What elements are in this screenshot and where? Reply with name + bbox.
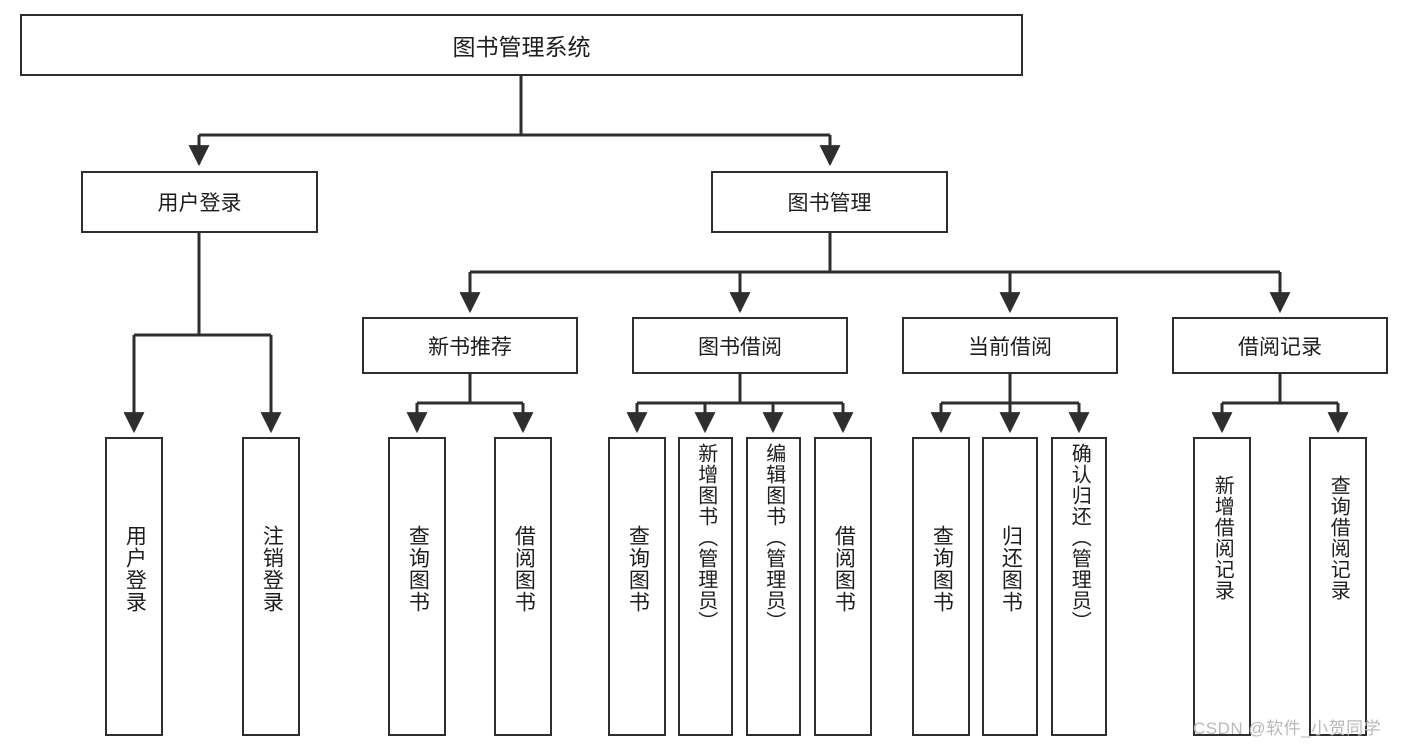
- node-new-book-recommend[interactable]: 新书推荐: [362, 317, 578, 374]
- node-new-book-recommend-label: 新书推荐: [428, 335, 512, 359]
- node-leaf-confirm-return[interactable]: 确认归还（管理员）: [1051, 437, 1107, 736]
- node-leaf-borrow-book-2-label: 借阅图书: [832, 525, 856, 613]
- node-leaf-add-book[interactable]: 新增图书（管理员）: [678, 437, 733, 736]
- node-leaf-confirm-return-label: 确认归还（管理员）: [1068, 443, 1091, 632]
- node-leaf-add-record-label: 新增借阅记录: [1211, 475, 1234, 601]
- node-leaf-borrow-book-1-label: 借阅图书: [512, 525, 536, 613]
- node-book-borrow-label: 图书借阅: [698, 335, 782, 359]
- node-book-borrow[interactable]: 图书借阅: [632, 317, 848, 374]
- node-user-login[interactable]: 用户登录: [81, 171, 318, 233]
- node-leaf-add-book-label: 新增图书（管理员）: [694, 443, 717, 632]
- node-root-label: 图书管理系统: [452, 34, 591, 60]
- node-leaf-query-record-label: 查询借阅记录: [1327, 475, 1350, 601]
- node-current-borrow-label: 当前借阅: [968, 335, 1052, 359]
- node-leaf-logout-login-label: 注销登录: [260, 525, 284, 613]
- node-leaf-logout-login[interactable]: 注销登录: [242, 437, 300, 736]
- node-leaf-query-record[interactable]: 查询借阅记录: [1309, 437, 1367, 736]
- node-leaf-user-login[interactable]: 用户登录: [105, 437, 163, 736]
- node-leaf-borrow-book-2[interactable]: 借阅图书: [814, 437, 872, 736]
- node-root[interactable]: 图书管理系统: [20, 14, 1023, 76]
- watermark: CSDN @软件_小贺同学: [1193, 719, 1382, 738]
- node-book-management-label: 图书管理: [787, 192, 872, 215]
- node-leaf-query-book-1[interactable]: 查询图书: [388, 437, 446, 736]
- node-current-borrow[interactable]: 当前借阅: [902, 317, 1118, 374]
- node-borrow-record[interactable]: 借阅记录: [1172, 317, 1388, 374]
- node-leaf-return-book[interactable]: 归还图书: [982, 437, 1038, 736]
- node-user-login-label: 用户登录: [157, 192, 242, 215]
- node-leaf-query-book-3[interactable]: 查询图书: [912, 437, 970, 736]
- node-leaf-add-record[interactable]: 新增借阅记录: [1193, 437, 1251, 736]
- node-leaf-borrow-book-1[interactable]: 借阅图书: [494, 437, 552, 736]
- node-leaf-query-book-1-label: 查询图书: [406, 525, 430, 613]
- node-borrow-record-label: 借阅记录: [1238, 335, 1322, 359]
- node-leaf-query-book-2-label: 查询图书: [626, 525, 650, 613]
- node-leaf-query-book-3-label: 查询图书: [930, 525, 954, 613]
- node-leaf-edit-book-label: 编辑图书（管理员）: [762, 443, 785, 632]
- node-book-management[interactable]: 图书管理: [711, 171, 948, 233]
- node-leaf-query-book-2[interactable]: 查询图书: [608, 437, 666, 736]
- node-leaf-edit-book[interactable]: 编辑图书（管理员）: [746, 437, 801, 736]
- node-leaf-user-login-label: 用户登录: [123, 525, 147, 613]
- node-leaf-return-book-label: 归还图书: [999, 525, 1023, 613]
